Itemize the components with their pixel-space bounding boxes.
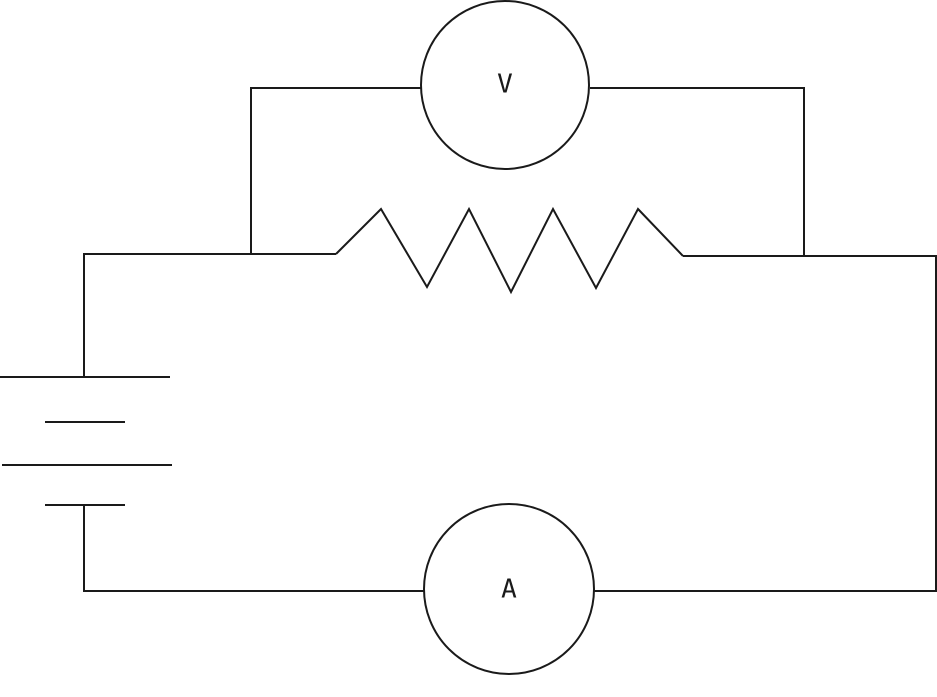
wire-top-left	[83, 253, 336, 378]
wire-right	[594, 255, 937, 592]
ammeter-label: A	[501, 575, 517, 605]
ammeter: A	[423, 503, 595, 675]
wires	[83, 87, 937, 592]
voltmeter-label: V	[497, 70, 513, 100]
wire-bottom-left	[83, 505, 425, 592]
voltmeter-circle	[420, 0, 590, 170]
battery	[0, 376, 172, 506]
wire-voltmeter-right	[590, 87, 805, 256]
resistor	[335, 206, 684, 295]
voltmeter: V	[420, 0, 590, 170]
wire-voltmeter-left	[250, 87, 421, 254]
ammeter-circle	[423, 503, 595, 675]
